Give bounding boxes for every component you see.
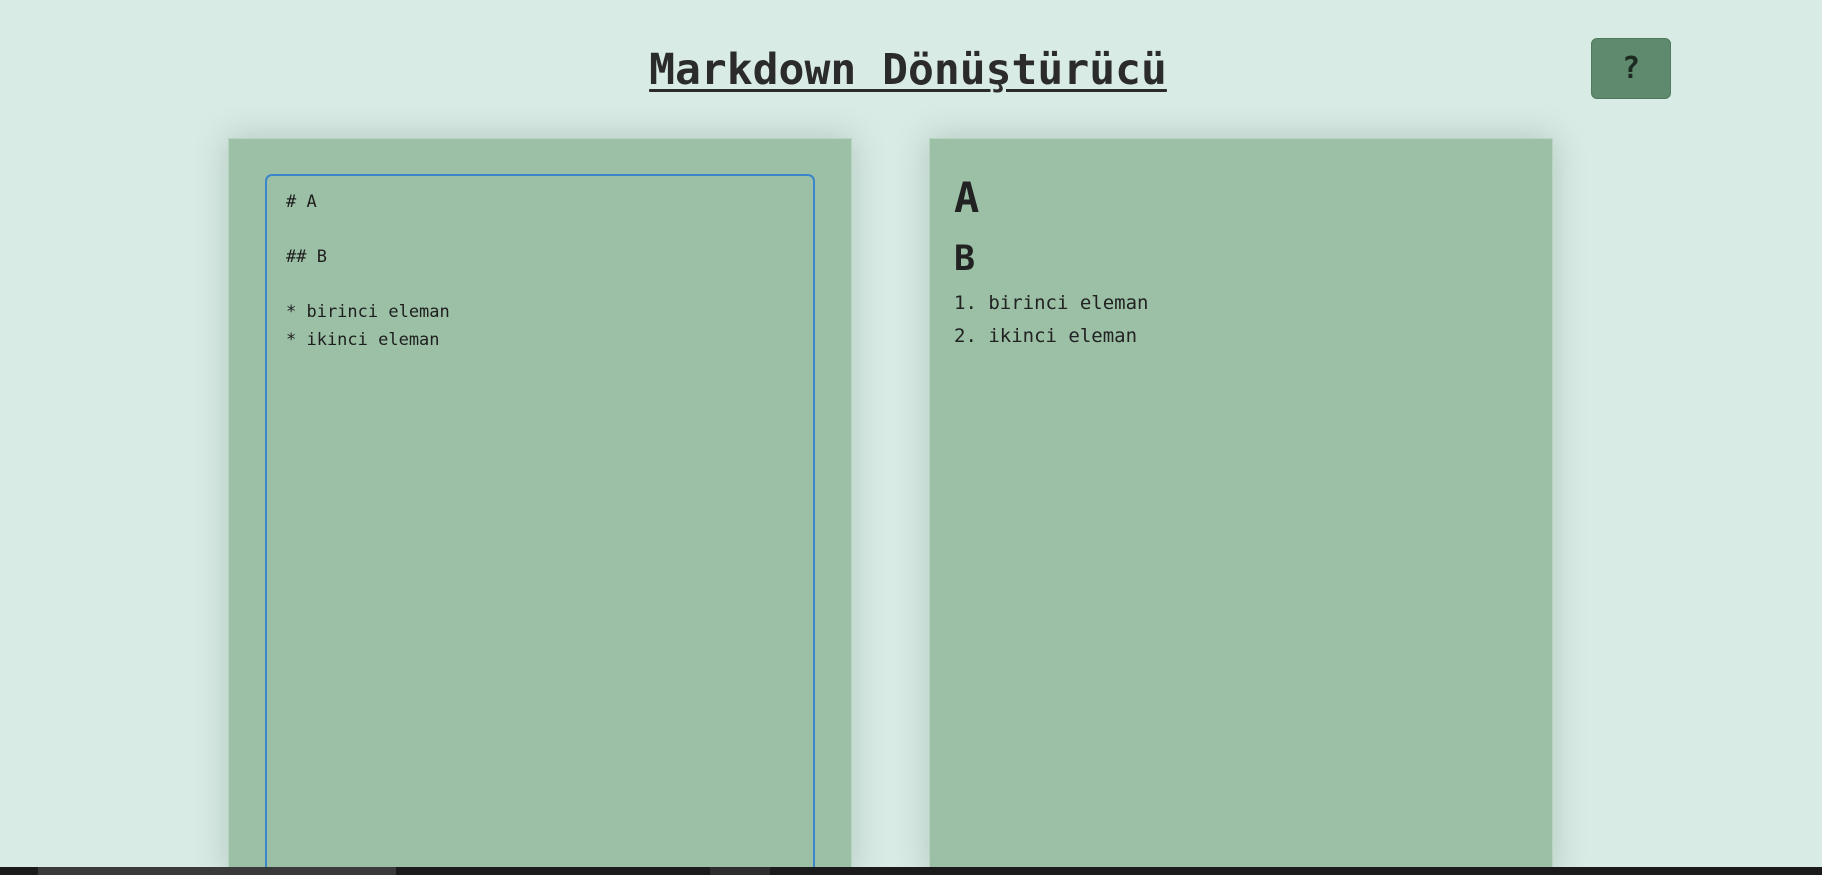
editor-line: ​ bbox=[286, 272, 794, 300]
preview-heading-2: B bbox=[954, 239, 976, 279]
editor-panel: # A​## B​* birinci eleman* ikinci eleman bbox=[228, 138, 852, 875]
editor-line: * birinci eleman bbox=[286, 302, 450, 322]
preview-heading-1: A bbox=[954, 173, 980, 222]
editor-line: ​ bbox=[286, 217, 794, 245]
editor-line: * ikinci eleman bbox=[286, 329, 440, 350]
help-button[interactable]: ? bbox=[1591, 38, 1671, 99]
taskbar-segment bbox=[710, 867, 770, 875]
list-item: 1. birinci eleman bbox=[954, 292, 1149, 314]
page-title: Markdown Dönüştürücü bbox=[649, 45, 1167, 95]
taskbar-strip bbox=[0, 867, 1822, 875]
taskbar-segment bbox=[38, 867, 396, 875]
editor-line: # A bbox=[286, 192, 317, 212]
preview-list: 1. birinci eleman 2. ikinci eleman bbox=[954, 287, 1528, 353]
list-item: 2. ikinci eleman bbox=[954, 325, 1138, 347]
preview-content: A B 1. birinci eleman 2. ikinci eleman bbox=[954, 171, 1528, 353]
editor-line: ## B bbox=[286, 247, 327, 267]
markdown-input[interactable]: # A​## B​* birinci eleman* ikinci eleman bbox=[265, 174, 815, 875]
preview-panel: A B 1. birinci eleman 2. ikinci eleman bbox=[929, 138, 1553, 875]
